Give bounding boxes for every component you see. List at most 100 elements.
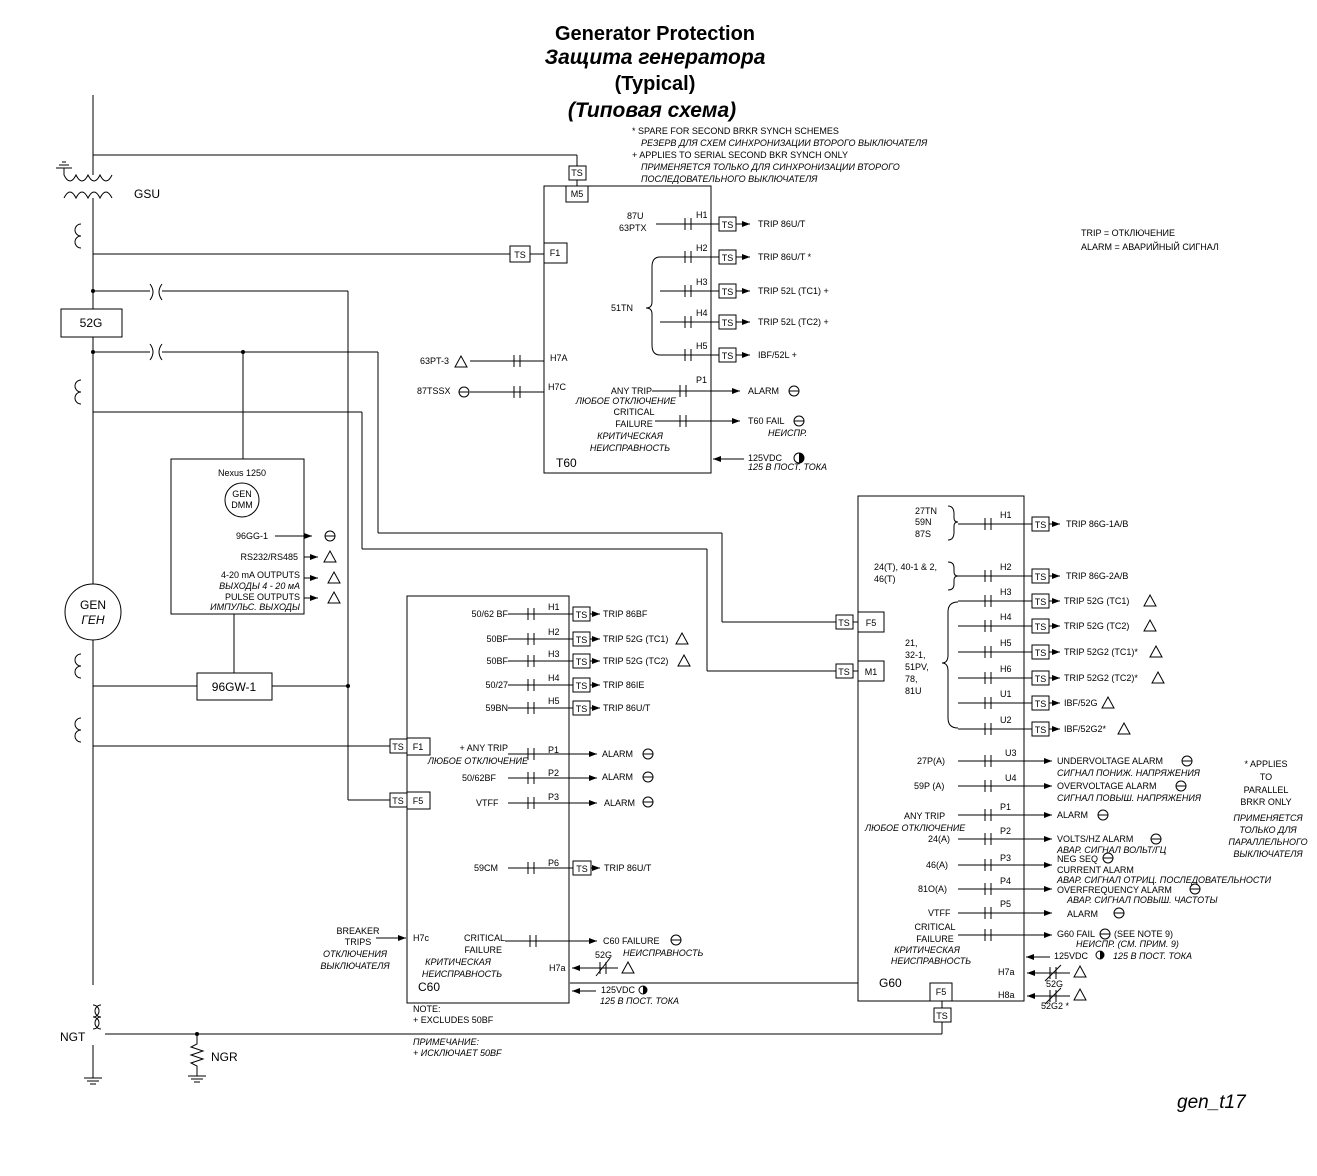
parallel-2: TO	[1260, 772, 1272, 782]
t60-ts-1: TS	[722, 220, 734, 230]
t60-h1-lbl2: 63PTX	[619, 223, 647, 233]
g60-p5-in: VTFF	[928, 908, 951, 918]
c60-p2-alarm: ALARM	[602, 772, 633, 782]
t60-critical1: CRITICAL	[613, 407, 654, 417]
g60-m1-ts: TS	[838, 667, 850, 677]
g60-out-1: TRIP 86G-1A/B	[1066, 519, 1128, 529]
g60-alarm-triangle-4	[1143, 619, 1157, 632]
c60-p6-in: 59CM	[474, 863, 498, 873]
c60-in-4: 50/27	[485, 680, 508, 690]
t60-trip-5: IBF/52L +	[758, 350, 797, 360]
c60-p6: P6	[548, 858, 559, 868]
c60-ts-5: TS	[576, 704, 588, 714]
t60-h1-lbl1: 87U	[627, 211, 644, 221]
g60-h2-in2: 46(T)	[874, 574, 896, 584]
nexus-out3: 4-20 mA OUTPUTS	[221, 570, 300, 580]
c60-p6-out: TRIP 86U/T	[604, 863, 652, 873]
t60-ts-4: TS	[722, 318, 734, 328]
note-alarm: ALARM = АВАРИЙНЫЙ СИГНАЛ	[1081, 241, 1219, 252]
t60-ts: TS	[571, 168, 583, 178]
t60-any-trip: ANY TRIP	[611, 386, 652, 396]
nexus-out3-ru: ВЫХОДЫ 4 - 20 мА	[219, 581, 300, 591]
c60-p2-in: 50/62BF	[462, 773, 497, 783]
g60-ts-7: TS	[1035, 699, 1047, 709]
title-line3: (Typical)	[615, 73, 696, 95]
g60-h1-in1: 27TN	[915, 506, 937, 516]
c60-p6-ts: TS	[576, 864, 588, 874]
g60-relay: G60 TS F5 TS M1 F5 TS 27TN 59N 87S 24(T)…	[835, 495, 1272, 1023]
g60-p1-ru: ЛЮБОЕ ОТКЛЮЧЕНИЕ	[864, 823, 966, 833]
c60-in-3: 50BF	[486, 656, 508, 666]
g60-alarm-triangle-8	[1117, 722, 1131, 735]
g60-p2-out: VOLTS/HZ ALARM	[1057, 834, 1133, 844]
g60-ts-6: TS	[1035, 674, 1047, 684]
c60-critical-ru1: КРИТИЧЕСКАЯ	[425, 957, 492, 967]
c60-out-1: TRIP 86BF	[603, 609, 648, 619]
g60-p4-in: 81O(A)	[918, 884, 947, 894]
breaker-52g	[60, 308, 123, 338]
wiring	[93, 154, 943, 1034]
g60-grp-in3: 51PV,	[905, 662, 929, 672]
c60-ts-1: TS	[576, 610, 588, 620]
g60-fail-ru: НЕИСПР. (СМ. ПРИМ. 9)	[1076, 939, 1179, 949]
g60-name: G60	[879, 976, 902, 990]
t60-h2: H2	[696, 243, 708, 253]
t60-p1: P1	[696, 375, 707, 385]
g60-ts-1: TS	[1035, 520, 1047, 530]
g60-row-u1: U1	[1000, 689, 1012, 699]
t60-trip-4: TRIP 52L (TC2) +	[758, 317, 829, 327]
g60-p4-out: OVERFREQUENCY ALARM	[1057, 885, 1172, 895]
g60-h1-in2: 59N	[915, 517, 932, 527]
g60-p2-ru: АВАР. СИГНАЛ ВОЛЬТ/ГЦ	[1056, 845, 1167, 855]
t60-ts-5: TS	[722, 351, 734, 361]
parallel-1: * APPLIES	[1244, 759, 1287, 769]
g60-h2-in1: 24(T), 40-1 & 2,	[874, 562, 937, 572]
c60-out-5: TRIP 86U/T	[603, 703, 651, 713]
c60-alarm-triangle-3	[677, 654, 691, 667]
c60-in-5: 59BN	[485, 703, 508, 713]
nexus-out2: RS232/RS485	[240, 552, 298, 562]
t60-fail: T60 FAIL	[748, 416, 785, 426]
nexus-name: Nexus 1250	[218, 468, 266, 478]
g60-f5b: F5	[936, 987, 947, 997]
note-applies-ru1: ПРИМЕНЯЕТСЯ ТОЛЬКО ДЛЯ СИНХРОНИЗАЦИИ ВТО…	[641, 162, 900, 172]
nexus-dmm2: DMM	[231, 500, 253, 510]
c60-breaker1: BREAKER	[336, 926, 380, 936]
g60-u4-out: OVERVOLTAGE ALARM	[1057, 781, 1157, 791]
g60-critical1: CRITICAL	[914, 922, 955, 932]
c60-f5-ts: TS	[392, 796, 404, 806]
ngt-label: NGT	[60, 1030, 86, 1044]
g60-grp-in5: 81U	[905, 686, 922, 696]
t60-h3: H3	[696, 277, 708, 287]
t60-vdc-ru: 125 В ПОСТ. ТОКА	[748, 462, 827, 472]
g60-p5: P5	[1000, 899, 1011, 909]
nexus-dmm1: GEN	[232, 489, 252, 499]
g60-row-h5: H5	[1000, 638, 1012, 648]
c60-critical2: FAILURE	[464, 945, 502, 955]
note-applies: + APPLIES TO SERIAL SECOND BKR SYNCH ONL…	[632, 150, 848, 160]
g60-p2-in: 24(A)	[928, 834, 950, 844]
t60-fail-ru: НЕИСПР.	[768, 428, 807, 438]
g60-f5b-ts: TS	[936, 1011, 948, 1021]
title-line1: Generator Protection	[555, 23, 755, 45]
parallel-4: BRKR ONLY	[1240, 797, 1291, 807]
c60-p3: P3	[548, 792, 559, 802]
g60-52g2: 52G2 *	[1041, 1001, 1070, 1011]
breaker-52g-label: 52G	[80, 316, 103, 330]
g60-u3: U3	[1005, 748, 1017, 758]
g60-fail: G60 FAIL	[1057, 929, 1095, 939]
c60-h5: H5	[548, 696, 560, 706]
g60-critical-ru1: КРИТИЧЕСКАЯ	[894, 945, 961, 955]
t60-h7a: H7A	[550, 353, 568, 363]
g60-p1-in: ANY TRIP	[904, 811, 945, 821]
c60-any-trip-ru: ЛЮБОЕ ОТКЛЮЧЕНИЕ	[427, 756, 529, 766]
g60-critical-ru2: НЕИСПРАВНОСТЬ	[891, 956, 971, 966]
t60-ts-2: TS	[722, 253, 734, 263]
c60-note-ru1: ПРИМЕЧАНИЕ:	[413, 1037, 479, 1047]
note-trip: TRIP = ОТКЛЮЧЕНИЕ	[1081, 228, 1175, 238]
t60-relay: T60 TS M5 TS F1 87U 63PTX 51TN 63PT-3 H7…	[417, 165, 827, 474]
g60-p3-ru: АВАР. СИГНАЛ ОТРИЦ. ПОСЛЕДОВАТЕЛЬНОСТИ	[1056, 875, 1272, 885]
c60-breaker2: TRIPS	[345, 937, 372, 947]
g60-out-5: TRIP 52G2 (TC1)*	[1064, 647, 1138, 657]
gw-label: 96GW-1	[212, 680, 257, 694]
